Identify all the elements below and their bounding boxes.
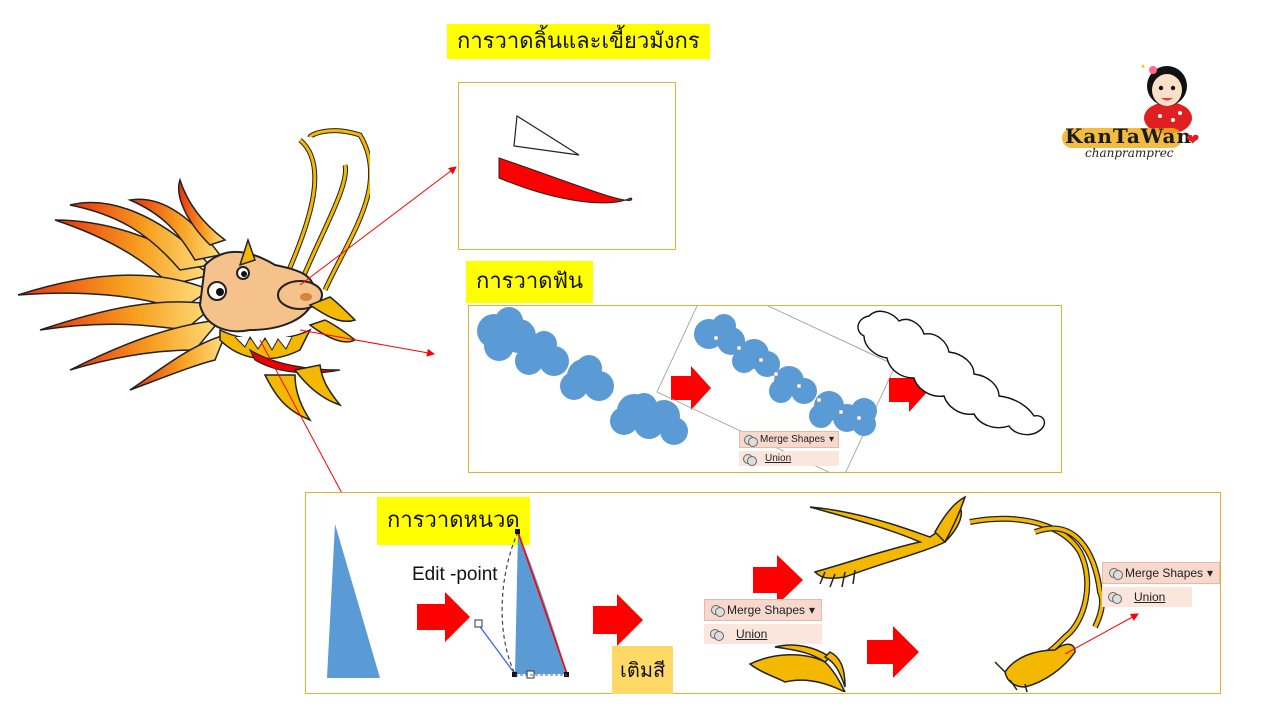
merge-shapes-menu-middle: Merge Shapes ▾ Union <box>704 599 823 644</box>
tongue-shape <box>498 157 633 204</box>
label-teeth: การวาดฟัน <box>466 261 594 303</box>
tongue-fang-shapes <box>498 114 633 204</box>
connector-arrow-teeth <box>299 329 435 357</box>
union-icon <box>1108 592 1122 604</box>
union-outline-shape <box>857 310 1046 436</box>
chevron-down-icon: ▾ <box>829 434 835 445</box>
dragon-head-illustration <box>17 128 370 422</box>
teeth-cloud-steps <box>477 278 1046 480</box>
logo-swash <box>1062 128 1182 148</box>
label-tongue-whisker: การวาดลิ้นและเขี้ยวมังกร <box>447 24 710 59</box>
merge-shapes-button[interactable]: Merge Shapes ▾ <box>1102 562 1221 584</box>
merge-shapes-label: Merge Shapes <box>727 603 806 617</box>
connector-arrow-merge <box>1064 613 1139 655</box>
union-label: Union <box>736 627 768 641</box>
connector-arrow-whiskers <box>259 339 353 513</box>
red-arrow-icon <box>867 626 919 678</box>
red-arrow-icon <box>671 366 711 410</box>
cloud-chain-selected <box>656 278 897 480</box>
fang-triangle <box>513 114 580 156</box>
heart-icon: ❤ <box>1186 130 1200 149</box>
merge-shapes-menu-right: Merge Shapes ▾ Union <box>1102 562 1221 607</box>
edit-point-label: Edit -point <box>412 564 498 585</box>
union-label: Union <box>1134 590 1166 604</box>
merge-shapes-button[interactable]: Merge Shapes ▾ <box>704 599 823 621</box>
whisker-curl-bottom <box>748 644 846 692</box>
merge-shapes-menu-teeth: Merge Shapes ▾ Union <box>739 431 840 466</box>
whisker-full <box>969 515 1106 692</box>
logo-name: KanTaWan <box>1065 124 1193 148</box>
cloud-chain-original <box>477 307 688 445</box>
logo-subtitle: chanpramprec <box>1085 146 1174 160</box>
merge-shapes-icon <box>744 434 758 447</box>
fill-color-label: เติมสี <box>612 646 674 694</box>
mascot-icon <box>1141 64 1192 134</box>
chevron-down-icon: ▾ <box>1207 566 1214 580</box>
red-arrow-icon <box>753 555 803 605</box>
union-icon <box>743 453 757 466</box>
union-menu-item[interactable]: Union <box>704 624 823 644</box>
merge-shapes-icon <box>711 605 725 617</box>
union-menu-item[interactable]: Union <box>739 451 840 466</box>
chevron-down-icon: ▾ <box>809 603 816 617</box>
union-menu-item[interactable]: Union <box>1102 587 1192 607</box>
label-whiskers: การวาดหนวด <box>377 497 530 545</box>
whisker-curl-top <box>809 495 967 588</box>
union-label: Union <box>765 453 792 464</box>
union-icon <box>710 629 724 641</box>
merge-shapes-icon <box>1109 568 1123 580</box>
merge-shapes-label: Merge Shapes <box>1125 566 1204 580</box>
connector-arrow-tongue <box>299 166 457 286</box>
red-arrow-icon <box>417 592 470 642</box>
triangle-original <box>327 524 380 678</box>
triangle-edit-point <box>474 529 569 679</box>
red-arrow-icon <box>593 594 643 646</box>
whisker-steps <box>327 495 1139 692</box>
merge-shapes-button[interactable]: Merge Shapes ▾ <box>739 431 840 448</box>
merge-shapes-label: Merge Shapes <box>760 434 826 445</box>
panel-tongue-fang <box>458 82 676 250</box>
